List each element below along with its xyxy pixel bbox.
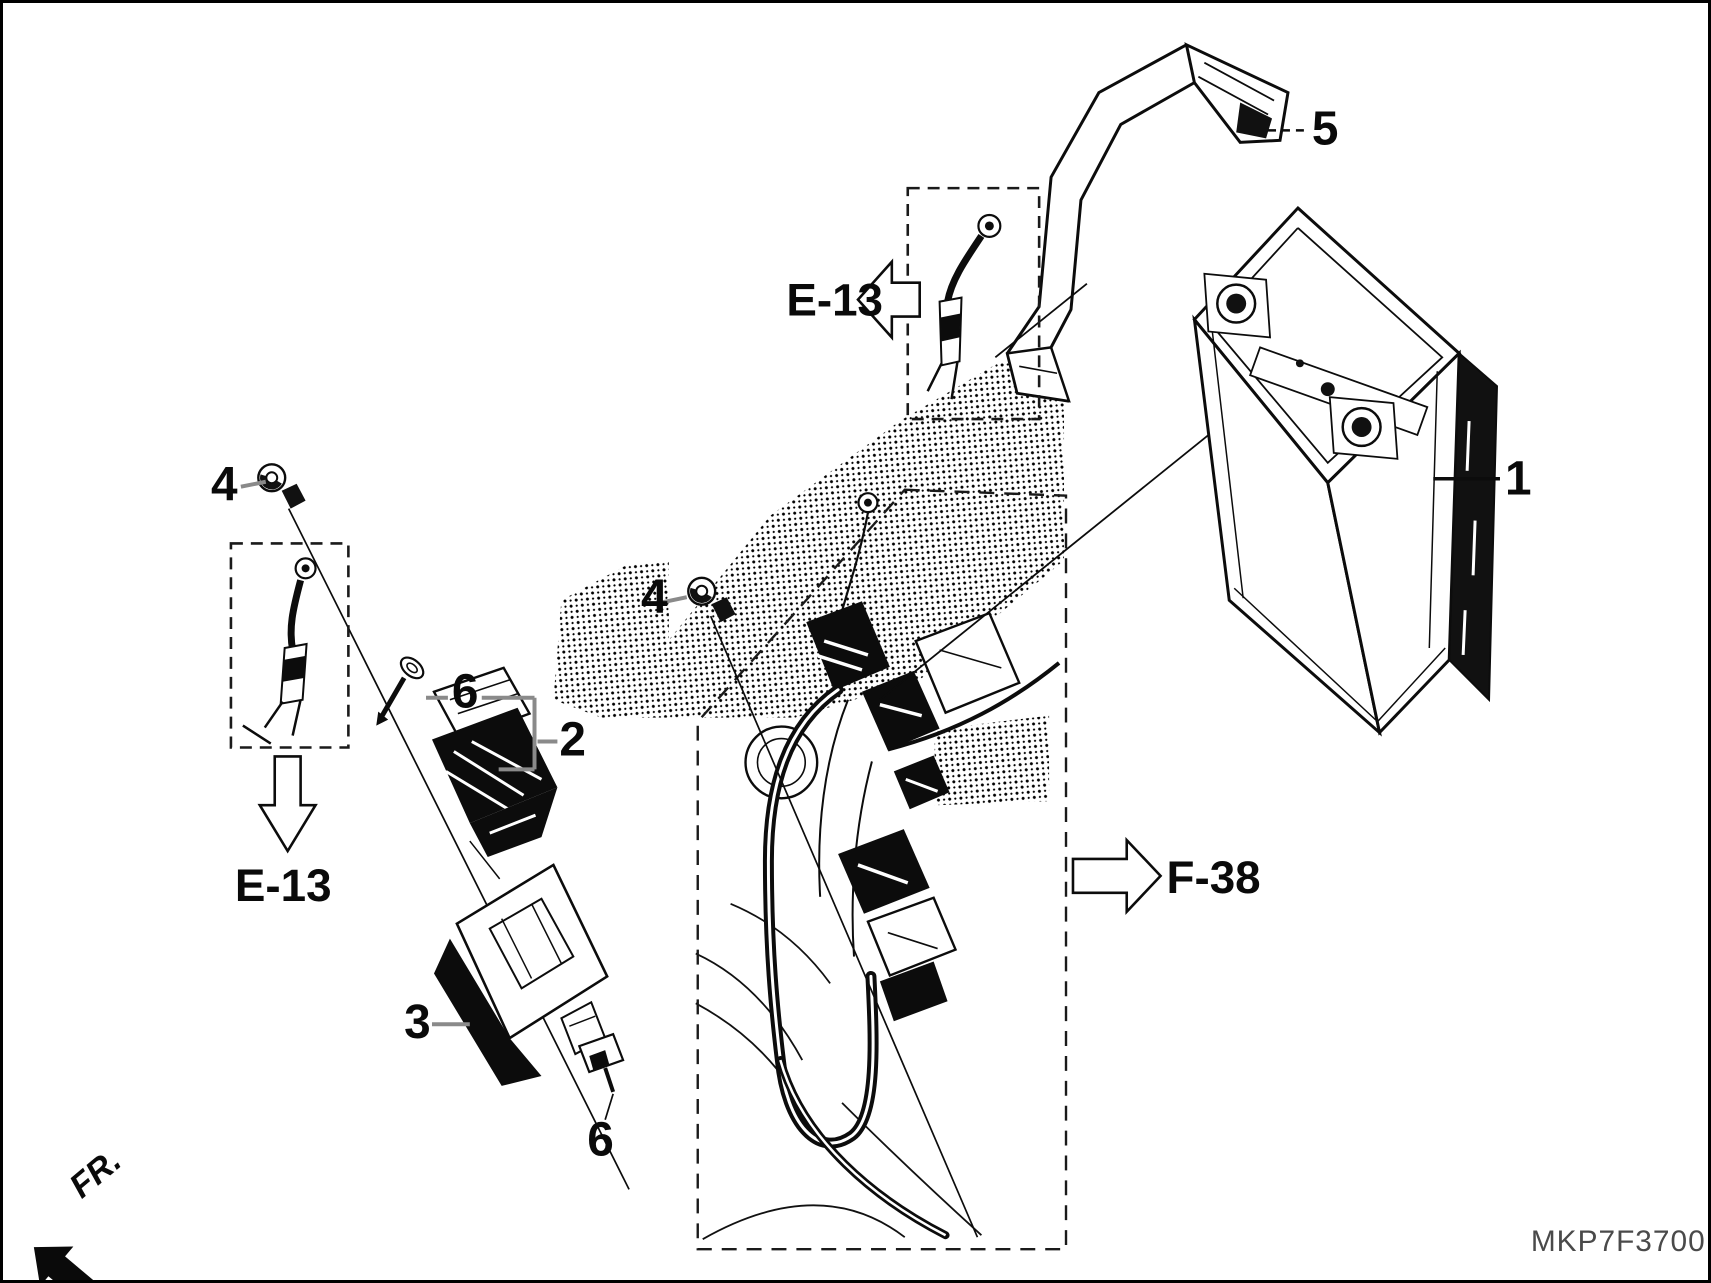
bolt-lower xyxy=(577,1032,625,1093)
in-situ-view-dashed-boundary xyxy=(696,488,1068,1251)
part-label-4-left: 4 xyxy=(211,459,238,512)
ref-label-e13-top: E-13 xyxy=(786,275,883,326)
harness-connector-c xyxy=(838,829,930,914)
ring-terminal-mid xyxy=(687,576,736,623)
part-label-1: 1 xyxy=(1505,453,1532,506)
relay-bracket xyxy=(433,863,609,1086)
part-label-5: 5 xyxy=(1312,102,1339,155)
part-label-2: 2 xyxy=(559,713,586,766)
part-label-6-upper: 6 xyxy=(452,666,479,719)
ref-label-e13-left: E-13 xyxy=(235,860,332,911)
battery-side-shadow xyxy=(1448,351,1498,703)
fr-direction-label: FR. xyxy=(62,1141,128,1205)
fr-direction-arrow-icon xyxy=(33,1246,115,1280)
harness-relay-box xyxy=(914,611,1021,715)
e13-arrow-down-icon xyxy=(257,755,318,854)
harness-connector-e xyxy=(879,961,948,1022)
battery-holder-strap xyxy=(1005,42,1290,403)
part-number-leaders xyxy=(240,129,1500,1121)
e13-arrow-left-icon xyxy=(856,258,921,341)
battery-parts-diagram: 4 4 6 2 3 6 5 1 E-13 E-13 F-38 FR. MKP7F… xyxy=(33,42,1706,1280)
wire-harness-assembly xyxy=(744,492,1061,1240)
harness-connector-a xyxy=(806,601,890,691)
f38-arrow-right-icon xyxy=(1071,836,1163,915)
bolt-upper xyxy=(376,656,425,726)
ref-label-f38: F-38 xyxy=(1167,852,1261,903)
part-label-6-lower: 6 xyxy=(587,1114,614,1167)
strap-foot xyxy=(1005,346,1071,403)
ground-cable-detail-box xyxy=(229,542,350,749)
part-label-4-mid: 4 xyxy=(641,571,668,624)
ring-terminal-left xyxy=(257,463,306,509)
harness-connector-d xyxy=(866,896,958,977)
battery xyxy=(1192,205,1498,737)
locator-lines xyxy=(287,282,1234,1238)
part-label-3: 3 xyxy=(404,996,431,1049)
diagram-code: MKP7F3700 xyxy=(1531,1225,1706,1258)
relay-assembly xyxy=(431,666,558,857)
